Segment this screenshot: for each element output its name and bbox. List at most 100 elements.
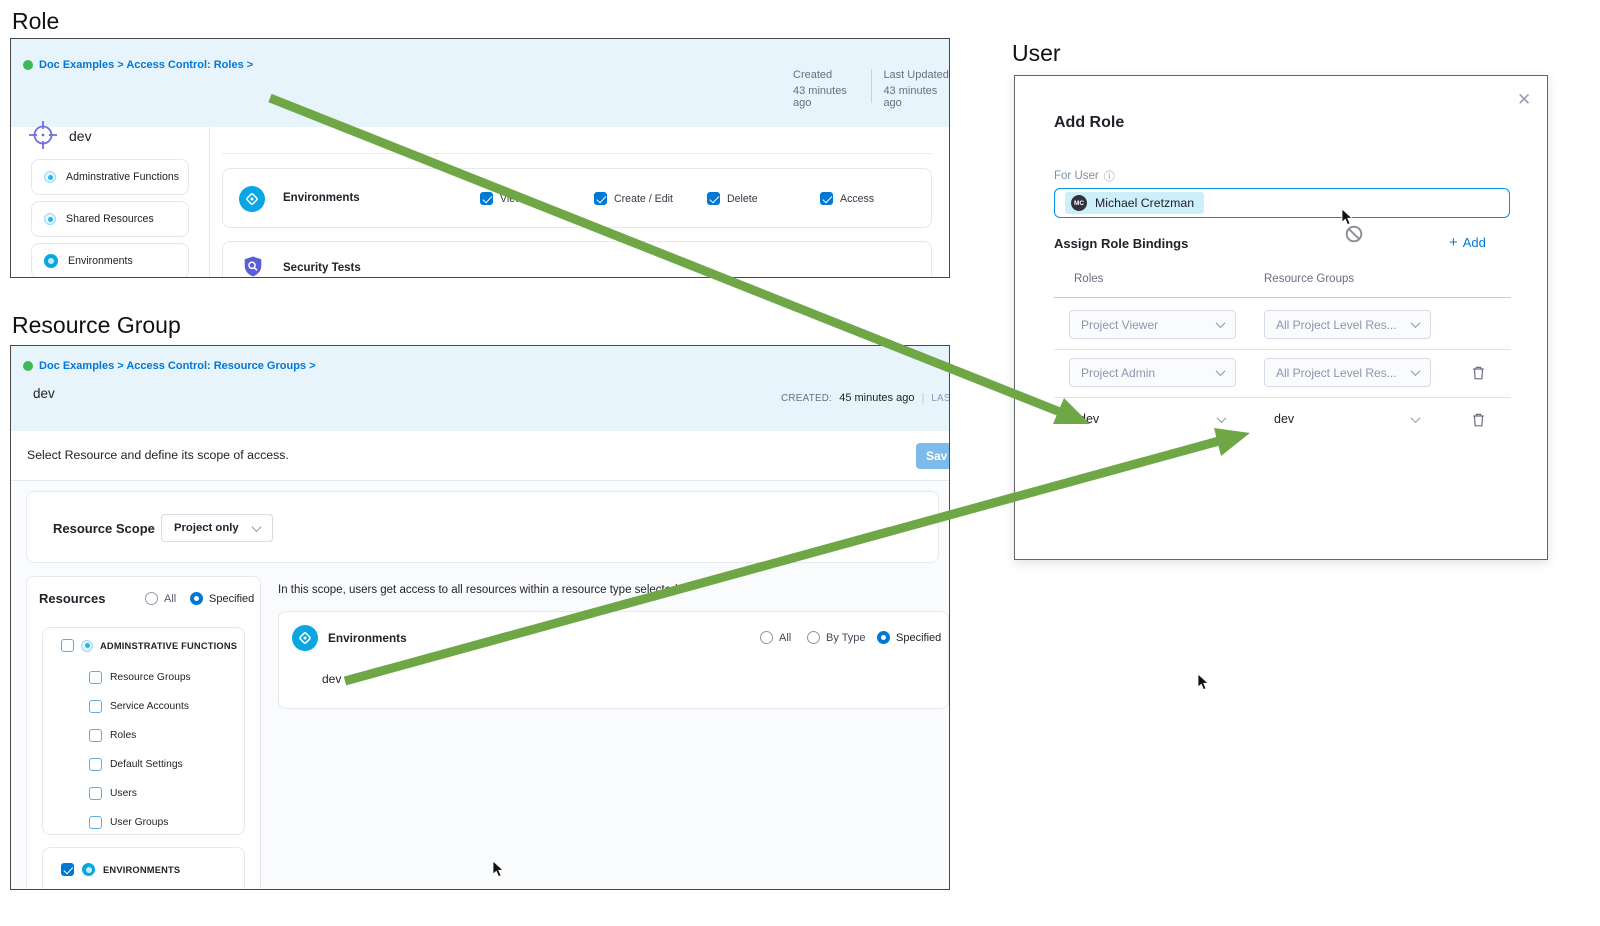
role-target-icon	[29, 121, 57, 149]
checkbox-checked-icon[interactable]	[594, 192, 607, 205]
checkbox-unchecked-icon[interactable]	[89, 758, 102, 771]
role-panel: Doc Examples > Access Control: Roles > d…	[10, 38, 950, 278]
resource-group-select-row1[interactable]: All Project Level Res...	[1264, 310, 1431, 339]
breadcrumb-text[interactable]: Doc Examples > Access Control: Resource …	[39, 360, 316, 372]
radio-label: By Type	[826, 631, 866, 644]
tree-parent-administrative-functions[interactable]: ADMINSTRATIVE FUNCTIONS	[61, 639, 237, 652]
tree-item-label: Users	[110, 788, 137, 799]
admin-functions-tree-card: ADMINSTRATIVE FUNCTIONS Resource Groups …	[42, 627, 245, 835]
tree-item-label: Service Accounts	[110, 701, 189, 712]
environments-icon	[292, 625, 318, 651]
tree-item-label: Default Settings	[110, 759, 183, 770]
resources-radio-specified[interactable]: Specified	[190, 592, 254, 605]
role-select-project-admin[interactable]: Project Admin	[1069, 358, 1236, 387]
breadcrumb[interactable]: Doc Examples > Access Control: Resource …	[23, 360, 316, 372]
tree-item-users[interactable]: Users	[89, 787, 137, 800]
checkbox-checked-icon[interactable]	[480, 192, 493, 205]
plus-icon: +	[1449, 234, 1458, 251]
add-binding-button[interactable]: + Add	[1449, 235, 1486, 250]
resource-scope-dropdown[interactable]: Project only	[161, 514, 273, 542]
tree-parent-environments[interactable]: ENVIRONMENTS	[61, 863, 180, 876]
environments-group-card[interactable]: ENVIRONMENTS	[42, 847, 245, 889]
resource-scope-card: Resource Scope Project only	[26, 491, 939, 563]
tree-item-resource-groups[interactable]: Resource Groups	[89, 671, 191, 684]
delete-binding-icon[interactable]	[1471, 365, 1486, 381]
resource-group-panel: Doc Examples > Access Control: Resource …	[10, 345, 950, 890]
description-strip: Select Resource and define its scope of …	[11, 431, 949, 481]
user-chip[interactable]: MC Michael Cretzman	[1065, 192, 1205, 214]
resource-group-select-value: All Project Level Res...	[1276, 317, 1397, 332]
resources-label: Resources	[39, 591, 106, 606]
breadcrumb[interactable]: Doc Examples > Access Control: Roles >	[23, 59, 253, 71]
chevron-down-icon	[1410, 366, 1421, 377]
breadcrumb-text[interactable]: Doc Examples > Access Control: Roles >	[39, 59, 254, 71]
role-select-dev[interactable]: dev	[1079, 412, 1100, 426]
security-tests-row: Security Tests	[222, 241, 932, 277]
chevron-down-icon	[1215, 318, 1226, 329]
for-user-label-row: For User ⓘ	[1054, 168, 1115, 184]
chevron-down-icon[interactable]	[1216, 413, 1227, 424]
resource-group-select-dev[interactable]: dev	[1274, 412, 1295, 426]
save-button[interactable]: Sav	[916, 443, 949, 469]
checkbox-checked-icon[interactable]	[61, 863, 74, 876]
info-icon[interactable]: ⓘ	[1103, 171, 1115, 183]
scope-description: Select Resource and define its scope of …	[27, 448, 289, 462]
environments-icon	[44, 254, 58, 268]
checkbox-unchecked-icon[interactable]	[89, 816, 102, 829]
sidebar-item-label: Adminstrative Functions	[66, 171, 180, 183]
for-user-label: For User	[1054, 170, 1099, 182]
checkbox-unchecked-icon[interactable]	[61, 639, 74, 652]
role-select-project-viewer[interactable]: Project Viewer	[1069, 310, 1236, 339]
delete-binding-icon[interactable]	[1471, 412, 1486, 428]
sidebar-item-administrative-functions[interactable]: Adminstrative Functions	[31, 159, 189, 195]
administrative-functions-icon	[81, 639, 93, 652]
tree-item-roles[interactable]: Roles	[89, 729, 136, 742]
tree-item-label: Resource Groups	[110, 672, 191, 683]
sidebar-item-shared-resources[interactable]: Shared Resources	[31, 201, 189, 237]
add-button-label: Add	[1462, 235, 1486, 250]
updated-label: LAST UPD	[931, 392, 949, 404]
checkbox-unchecked-icon[interactable]	[89, 729, 102, 742]
radio-unselected-icon[interactable]	[760, 631, 773, 644]
checkbox-checked-icon[interactable]	[707, 192, 720, 205]
row-divider	[1054, 349, 1511, 350]
checkbox-unchecked-icon[interactable]	[89, 700, 102, 713]
permission-create-edit[interactable]: Create / Edit	[594, 192, 673, 205]
checkbox-checked-icon[interactable]	[820, 192, 833, 205]
radio-unselected-icon[interactable]	[145, 592, 158, 605]
created-value: 43 minutes ago	[793, 85, 847, 109]
for-user-input[interactable]: MC Michael Cretzman	[1054, 188, 1510, 218]
radio-selected-icon[interactable]	[877, 631, 890, 644]
environments-icon	[239, 186, 265, 212]
permission-delete[interactable]: Delete	[707, 192, 758, 205]
resources-radio-all[interactable]: All	[145, 592, 176, 605]
env-radio-specified[interactable]: Specified	[877, 631, 941, 644]
content-divider	[209, 127, 210, 277]
radio-selected-icon[interactable]	[190, 592, 203, 605]
permission-row-label: Environments	[283, 192, 360, 204]
role-select-value: Project Admin	[1081, 365, 1156, 380]
row-divider	[1054, 397, 1511, 398]
tree-item-default-settings[interactable]: Default Settings	[89, 758, 183, 771]
resource-group-select-row2[interactable]: All Project Level Res...	[1264, 358, 1431, 387]
tree-item-service-accounts[interactable]: Service Accounts	[89, 700, 189, 713]
chevron-down-icon	[251, 521, 262, 532]
radio-unselected-icon[interactable]	[807, 631, 820, 644]
chevron-down-icon[interactable]	[1410, 413, 1421, 424]
permission-view[interactable]: View	[480, 192, 523, 205]
close-icon[interactable]: ✕	[1517, 90, 1532, 109]
updated-value: 43 minutes ago	[883, 85, 938, 109]
env-radio-all[interactable]: All	[760, 631, 791, 644]
resource-group-select-value: All Project Level Res...	[1276, 365, 1397, 380]
created-value: 45 minutes ago	[839, 392, 915, 404]
sidebar-item-environments[interactable]: Environments	[31, 243, 189, 277]
permission-label: View	[500, 192, 523, 205]
tree-item-user-groups[interactable]: User Groups	[89, 816, 168, 829]
environments-permission-row: Environments View Create / Edit Delete A…	[222, 168, 932, 228]
checkbox-unchecked-icon[interactable]	[89, 671, 102, 684]
permission-access[interactable]: Access	[820, 192, 874, 205]
resource-scope-label: Resource Scope	[53, 521, 155, 536]
checkbox-unchecked-icon[interactable]	[89, 787, 102, 800]
env-radio-by-type[interactable]: By Type	[807, 631, 866, 644]
